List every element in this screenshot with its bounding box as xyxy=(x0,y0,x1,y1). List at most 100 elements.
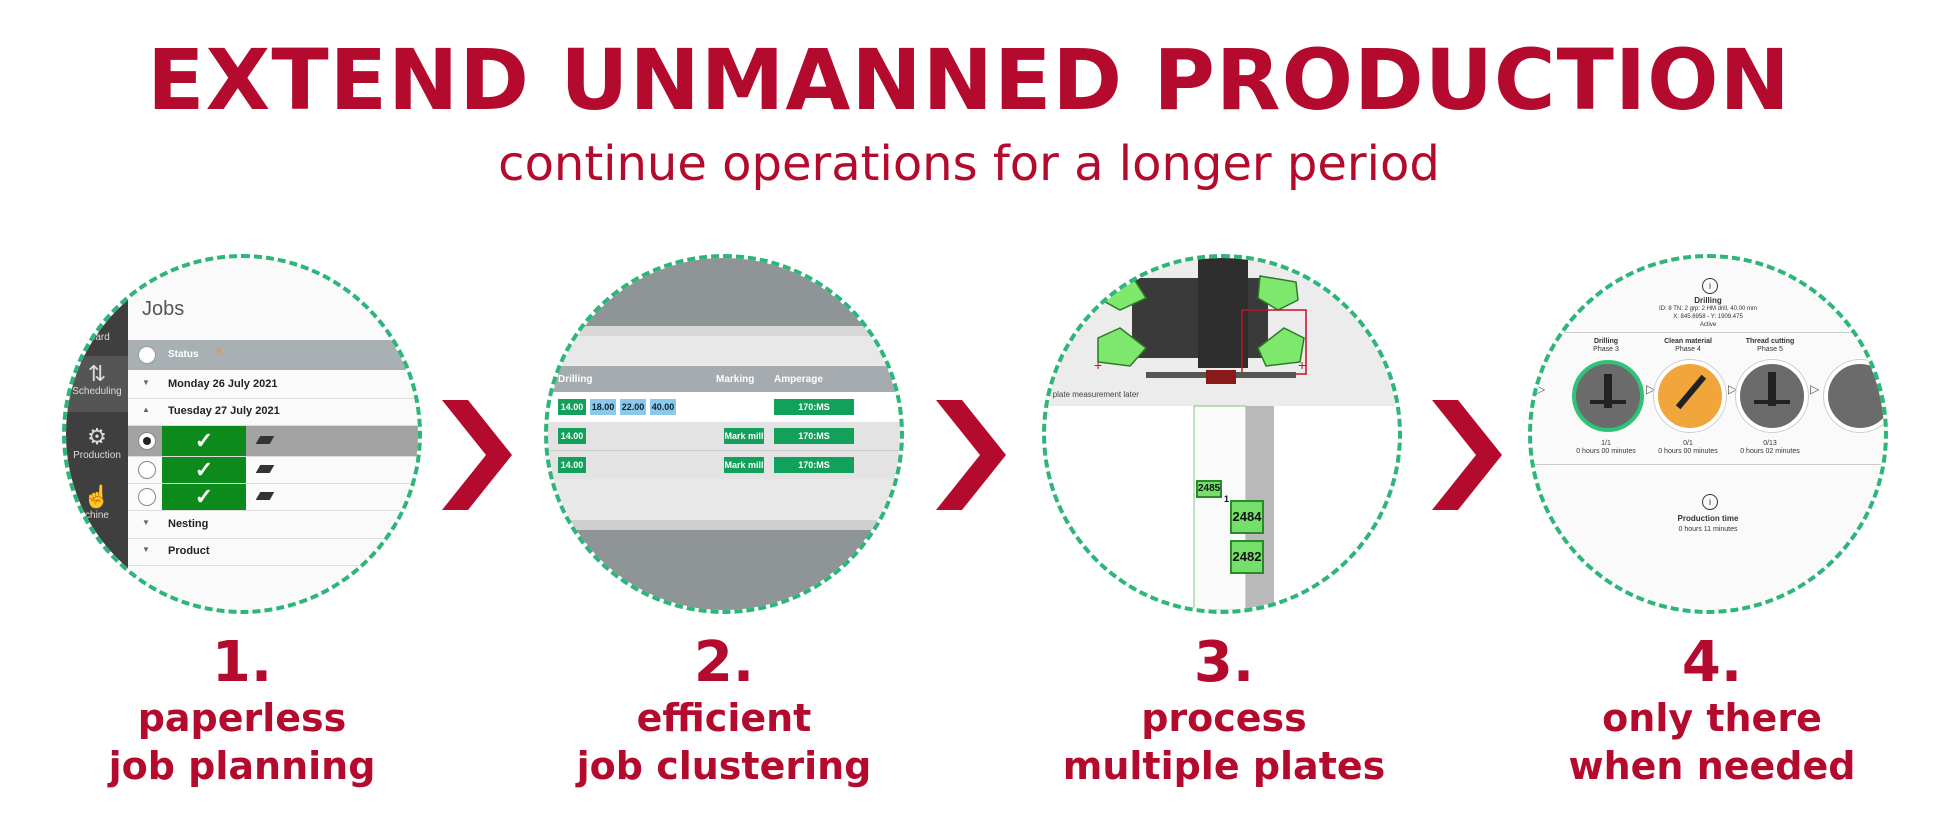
hand-icon: ☝ xyxy=(83,484,111,509)
caption-line: when needed xyxy=(1568,744,1856,788)
svg-text:+: + xyxy=(1298,357,1306,373)
info-icon: i xyxy=(1702,494,1718,510)
sidebar-item-label: Production xyxy=(73,450,121,461)
amperage-tag: 170:MS xyxy=(774,457,854,473)
step-3-screenshot: + + e plate measurement later 2485 1 248… xyxy=(1046,258,1398,610)
caption-line: paperless xyxy=(137,696,347,740)
list-item: ▼Monday 26 July 2021 xyxy=(128,372,418,399)
list-item: ▲Tuesday 27 July 2021 xyxy=(128,399,418,426)
step-1-screenshot: board ⇅ Scheduling ⚙ Production ☝ chine … xyxy=(66,258,418,610)
drill-tag: 18.00 xyxy=(590,399,616,415)
drill-tag: 22.00 xyxy=(620,399,646,415)
tool-count: 0/1 xyxy=(1683,440,1693,447)
plate-icon xyxy=(255,465,275,473)
check-icon: ✓ xyxy=(162,426,246,456)
tool-name: Drilling xyxy=(1593,338,1619,345)
chevron-right-icon xyxy=(1432,400,1502,510)
step-number: 3. xyxy=(1193,630,1255,695)
tap-tool-icon xyxy=(1736,360,1808,432)
row-label: Nesting xyxy=(168,518,209,530)
tool-phase: Phase 5 xyxy=(1757,346,1783,353)
bottom-separator xyxy=(548,520,900,530)
step-number: 4. xyxy=(1681,630,1743,695)
amperage-tag: 170:MS xyxy=(774,399,854,415)
header-drilling: Drilling xyxy=(558,374,593,385)
row-label: Product xyxy=(168,545,210,557)
step-1: board ⇅ Scheduling ⚙ Production ☝ chine … xyxy=(62,254,426,618)
radio xyxy=(138,488,156,506)
step-2: Drilling Marking Amperage 14.00 18.00 22… xyxy=(544,254,908,618)
step-number: 2. xyxy=(693,630,755,695)
caption-line: process xyxy=(1141,696,1307,740)
tool-phase: Phase 3 xyxy=(1593,346,1619,353)
sidebar-item-machine: ☝ chine xyxy=(66,484,128,521)
table-row: 14.00 Mark mill 170:MS xyxy=(548,422,900,450)
tool-phase: Phase 4 xyxy=(1675,346,1701,353)
tool-time: 0 hours 00 minutes xyxy=(1576,448,1636,455)
sidebar-item-scheduling: ⇅ Scheduling xyxy=(66,356,128,412)
list-item: ▼Product xyxy=(128,539,418,566)
tool-name: Clean material xyxy=(1664,338,1712,345)
play-icon: ▷ xyxy=(1810,382,1820,396)
active-tool-coords: X: 845.6958 - Y: 1909.475 xyxy=(1673,314,1743,320)
gear-icon: ⚙ xyxy=(87,424,107,449)
page-subtitle: continue operations for a longer period xyxy=(498,136,1440,192)
drill-tool-icon xyxy=(1572,360,1644,432)
caption-line: only there xyxy=(1602,696,1822,740)
step-4: i Drilling ID: 8 TN: 2 grp: 2 HM drill, … xyxy=(1528,254,1892,618)
table-row: 14.00 18.00 22.00 40.00 170:MS xyxy=(548,392,900,422)
header-marking: Marking xyxy=(716,374,755,385)
radio xyxy=(138,461,156,479)
drill-tag: 14.00 xyxy=(558,457,586,473)
play-icon: ▷ xyxy=(1728,382,1738,396)
tool-name: Thread cutting xyxy=(1745,338,1795,345)
tool-count: 0/13 xyxy=(1763,440,1777,447)
chevron-right-icon xyxy=(442,400,512,510)
header-amperage: Amperage xyxy=(774,374,823,385)
page-title: EXTEND UNMANNED PRODUCTION xyxy=(147,31,1791,129)
step-3-caption: 3. process multiple plates xyxy=(1024,632,1424,790)
table-row: ✓ xyxy=(128,457,418,484)
active-tool-detail: ID: 8 TN: 2 grp: 2 HM drill, 40.00 mm xyxy=(1659,306,1757,312)
marking-tag: Mark mill xyxy=(724,457,764,473)
row-label: Monday 26 July 2021 xyxy=(168,378,278,390)
production-time-value: 0 hours 11 minutes xyxy=(1678,526,1738,533)
marking-tag: Mark mill xyxy=(724,428,764,444)
sidebar-item-label: chine xyxy=(85,510,109,521)
selected-radio xyxy=(138,432,156,450)
brush-tool-icon xyxy=(1654,360,1726,432)
check-icon: ✓ xyxy=(162,484,246,510)
list-item: ▼Nesting xyxy=(128,512,418,539)
sidebar-item-dashboard: board xyxy=(84,332,110,343)
plate-marker: 1 xyxy=(1224,494,1230,504)
bottom-band xyxy=(548,530,900,610)
table-row: ✓ xyxy=(128,484,418,511)
top-separator xyxy=(548,326,900,336)
step-4-screenshot: i Drilling ID: 8 TN: 2 grp: 2 HM drill, … xyxy=(1532,258,1884,610)
amperage-tag: 170:MS xyxy=(774,428,854,444)
step-3: + + e plate measurement later 2485 1 248… xyxy=(1042,254,1406,618)
status-label: Status xyxy=(168,349,199,360)
jobs-title: Jobs xyxy=(142,298,185,320)
plate-2482: 2482 xyxy=(1230,540,1264,574)
tool-count: 1/1 xyxy=(1601,440,1611,447)
drill-tag: 14.00 xyxy=(558,428,586,444)
step-2-screenshot: Drilling Marking Amperage 14.00 18.00 22… xyxy=(548,258,900,610)
scheduling-icon: ⇅ xyxy=(87,361,107,386)
drill-tag: 40.00 xyxy=(650,399,676,415)
jobs-panel: Jobs Status ▼ ▼Monday 26 July 2021 ▲Tues… xyxy=(128,258,418,610)
active-tool-title: Drilling xyxy=(1694,296,1722,305)
caption-line: efficient xyxy=(636,696,812,740)
caption-line: job clustering xyxy=(576,744,872,788)
info-icon: i xyxy=(1702,278,1718,294)
play-icon: ▷ xyxy=(1646,382,1656,396)
select-all-radio xyxy=(138,346,156,364)
tool-time: 0 hours 02 minutes xyxy=(1740,448,1800,455)
tool-status-panel: i Drilling ID: 8 TN: 2 grp: 2 HM drill, … xyxy=(1532,258,1884,610)
machine-view: + + e plate measurement later 2485 1 248… xyxy=(1046,258,1398,610)
step-number: 1. xyxy=(211,630,273,695)
check-icon: ✓ xyxy=(162,457,246,483)
machine-diagram: + + xyxy=(1046,258,1398,610)
caption-line: job planning xyxy=(108,744,376,788)
plate-icon xyxy=(255,436,275,444)
